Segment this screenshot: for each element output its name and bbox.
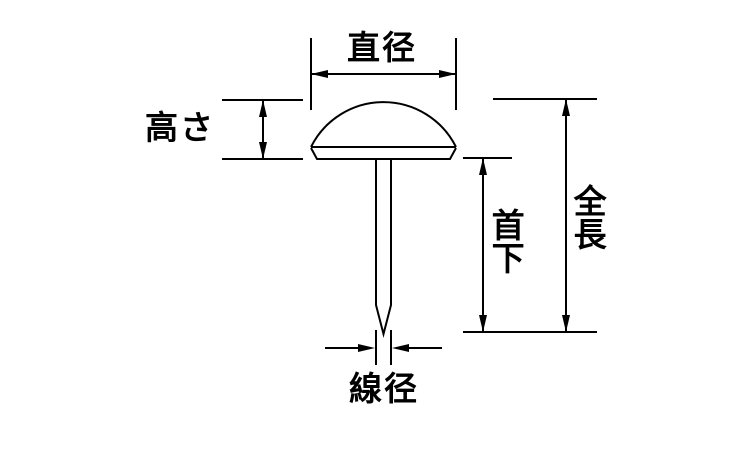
label-under-head-length: 首下	[491, 206, 525, 278]
tack-head-rim	[310, 147, 457, 160]
arrowhead-up-icon	[562, 99, 570, 116]
arrowhead-down-icon	[259, 142, 267, 159]
label-head-height: 高さ	[145, 108, 215, 147]
label-total-length: 全長	[573, 182, 607, 254]
dimension-total-length	[463, 98, 597, 333]
label-diameter: 直径	[347, 28, 417, 67]
arrowhead-left-icon	[392, 344, 409, 352]
tack-shank	[375, 159, 392, 338]
label-wire-diameter: 線径	[349, 369, 419, 408]
dimension-head-height	[222, 99, 303, 160]
arrowhead-left-icon	[311, 70, 328, 78]
tack-outline	[310, 101, 457, 338]
tack-head-dome	[310, 101, 457, 148]
arrowhead-right-icon	[358, 344, 375, 352]
dimension-under-head	[463, 157, 512, 332]
arrowhead-up-icon	[479, 158, 487, 175]
arrowhead-down-icon	[479, 315, 487, 332]
arrowhead-down-icon	[562, 315, 570, 332]
dimension-wire-diameter	[325, 330, 442, 365]
dimension-diameter	[310, 38, 457, 110]
arrowhead-up-icon	[259, 100, 267, 117]
arrowhead-right-icon	[439, 70, 456, 78]
